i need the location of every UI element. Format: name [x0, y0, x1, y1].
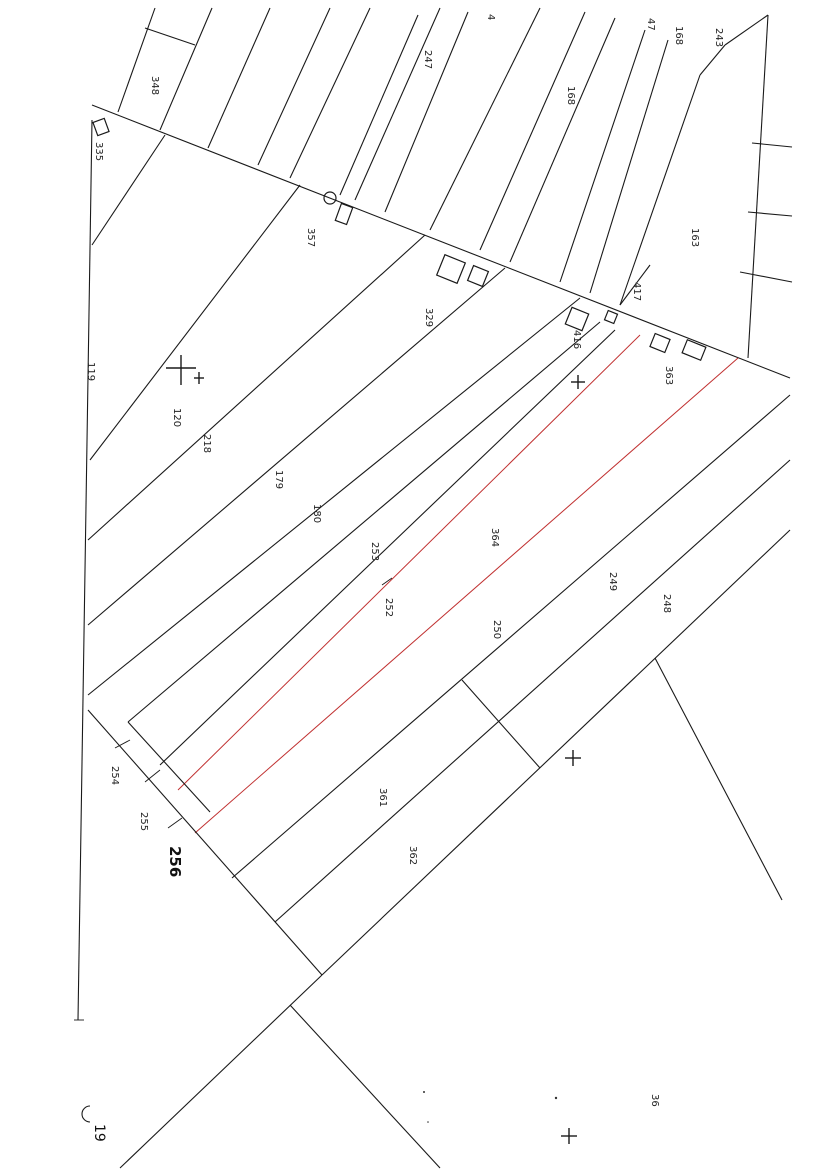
scan-dot — [423, 1091, 425, 1093]
lower-parcel-lines — [87, 134, 791, 1169]
parcel-label: 163 — [689, 228, 700, 247]
parcel-boundary — [159, 7, 213, 131]
parcel-boundary — [87, 234, 426, 541]
parcel-label: 335 — [93, 142, 104, 161]
parcel-boundary — [87, 267, 506, 626]
parcel-label: 329 — [423, 308, 434, 327]
survey-markers — [166, 355, 585, 1144]
parcel-boundary — [461, 679, 541, 769]
parcel-label: 249 — [607, 572, 618, 591]
building-outline — [435, 253, 467, 285]
parcel-boundary — [119, 974, 323, 1169]
parcel-label: 361 — [377, 788, 388, 807]
parcel-label: 243 — [713, 28, 724, 47]
sheet-number-label: 19 — [91, 1124, 107, 1142]
parcel-boundary — [747, 211, 793, 217]
parcel-tick — [144, 769, 161, 783]
parcel-label: 416 — [571, 330, 582, 349]
sheet-number: 19 — [81, 1105, 107, 1142]
parcel-boundary-highlight — [177, 334, 641, 791]
parcel-boundary — [619, 74, 701, 306]
building-outline — [681, 338, 707, 362]
parcel-boundary — [274, 459, 791, 923]
parcel-boundary — [144, 27, 196, 46]
building-outline — [649, 332, 671, 354]
parcel-label: 357 — [305, 228, 316, 247]
parcel-boundary — [559, 29, 646, 283]
parcel-boundary — [257, 7, 331, 166]
parcel-boundary — [127, 321, 601, 723]
parcel-tick — [114, 739, 131, 749]
parcel-label: 168 — [673, 26, 684, 45]
building-outline — [334, 202, 354, 226]
parcel-boundary — [289, 1004, 441, 1169]
building-outline — [323, 191, 337, 205]
parcel-label: 248 — [661, 594, 672, 613]
parcel-boundary — [289, 7, 371, 179]
parcel-boundary — [509, 17, 616, 263]
building-outline — [603, 309, 619, 325]
parcel-label: 119 — [85, 362, 96, 381]
parcel-label: 362 — [407, 846, 418, 865]
parcel-boundary — [429, 7, 541, 231]
parcel-boundary — [339, 14, 419, 196]
parcel-boundary — [619, 264, 651, 306]
parcel-boundary — [127, 721, 211, 813]
parcel-label: 36 — [649, 1094, 660, 1107]
parcel-boundary — [89, 184, 301, 461]
parcel-boundary — [739, 271, 793, 283]
building-outline — [92, 117, 110, 137]
parcel-label: 417 — [631, 282, 642, 301]
parcel-tick — [167, 817, 183, 829]
building-outline — [564, 306, 590, 332]
parcel-label: 363 — [663, 366, 674, 385]
parcel-label-highlight: 256 — [166, 846, 184, 877]
parcel-label: 218 — [201, 434, 212, 453]
parcel-boundary — [589, 39, 669, 294]
parcel-label: 4 — [485, 14, 496, 20]
sheet-number-bracket — [81, 1105, 91, 1123]
parcel-boundary — [87, 709, 323, 976]
parcel-boundary — [231, 394, 791, 879]
parcel-boundary — [354, 7, 441, 201]
parcel-label: 348 — [149, 76, 160, 95]
parcel-boundary — [747, 14, 769, 359]
parcel-boundary — [321, 529, 791, 976]
parcel-label: 168 — [565, 86, 576, 105]
parcel-boundary — [654, 657, 783, 901]
parcel-boundary — [724, 14, 769, 46]
parcel-boundary — [751, 142, 793, 148]
parcel-label: 179 — [273, 470, 284, 489]
parcel-boundary — [159, 329, 616, 766]
parcel-label: 255 — [138, 812, 149, 831]
buildings — [92, 117, 707, 362]
parcel-label: 247 — [422, 50, 433, 69]
parcel-label: 364 — [489, 528, 500, 547]
parcel-label: 120 — [171, 408, 182, 427]
parcel-boundary — [207, 7, 271, 149]
building-outline — [466, 264, 490, 288]
parcel-label: 252 — [383, 598, 394, 617]
parcel-label: 47 — [645, 18, 656, 31]
scan-dot — [554, 1096, 558, 1100]
parcel-tick — [381, 577, 393, 586]
parcel-label: 180 — [311, 504, 322, 523]
parcel-label: 254 — [109, 766, 120, 785]
parcel-boundary-highlight — [194, 357, 739, 834]
parcel-labels: 348 335 247 4 47 168 243 168 357 163 417… — [85, 14, 724, 1107]
scan-dot — [427, 1121, 429, 1123]
parcel-boundary — [384, 11, 469, 213]
sheet-margin-line — [77, 119, 93, 1021]
parcel-boundary — [117, 7, 156, 113]
upper-parcel-lines — [117, 7, 793, 359]
parcel-boundary — [87, 297, 581, 696]
parcel-boundary — [91, 134, 166, 246]
parcel-label: 250 — [491, 620, 502, 639]
parcel-boundary — [699, 44, 726, 76]
parcel-label: 253 — [369, 542, 380, 561]
parcel-boundary — [479, 11, 586, 251]
road-edge-line — [91, 104, 791, 379]
